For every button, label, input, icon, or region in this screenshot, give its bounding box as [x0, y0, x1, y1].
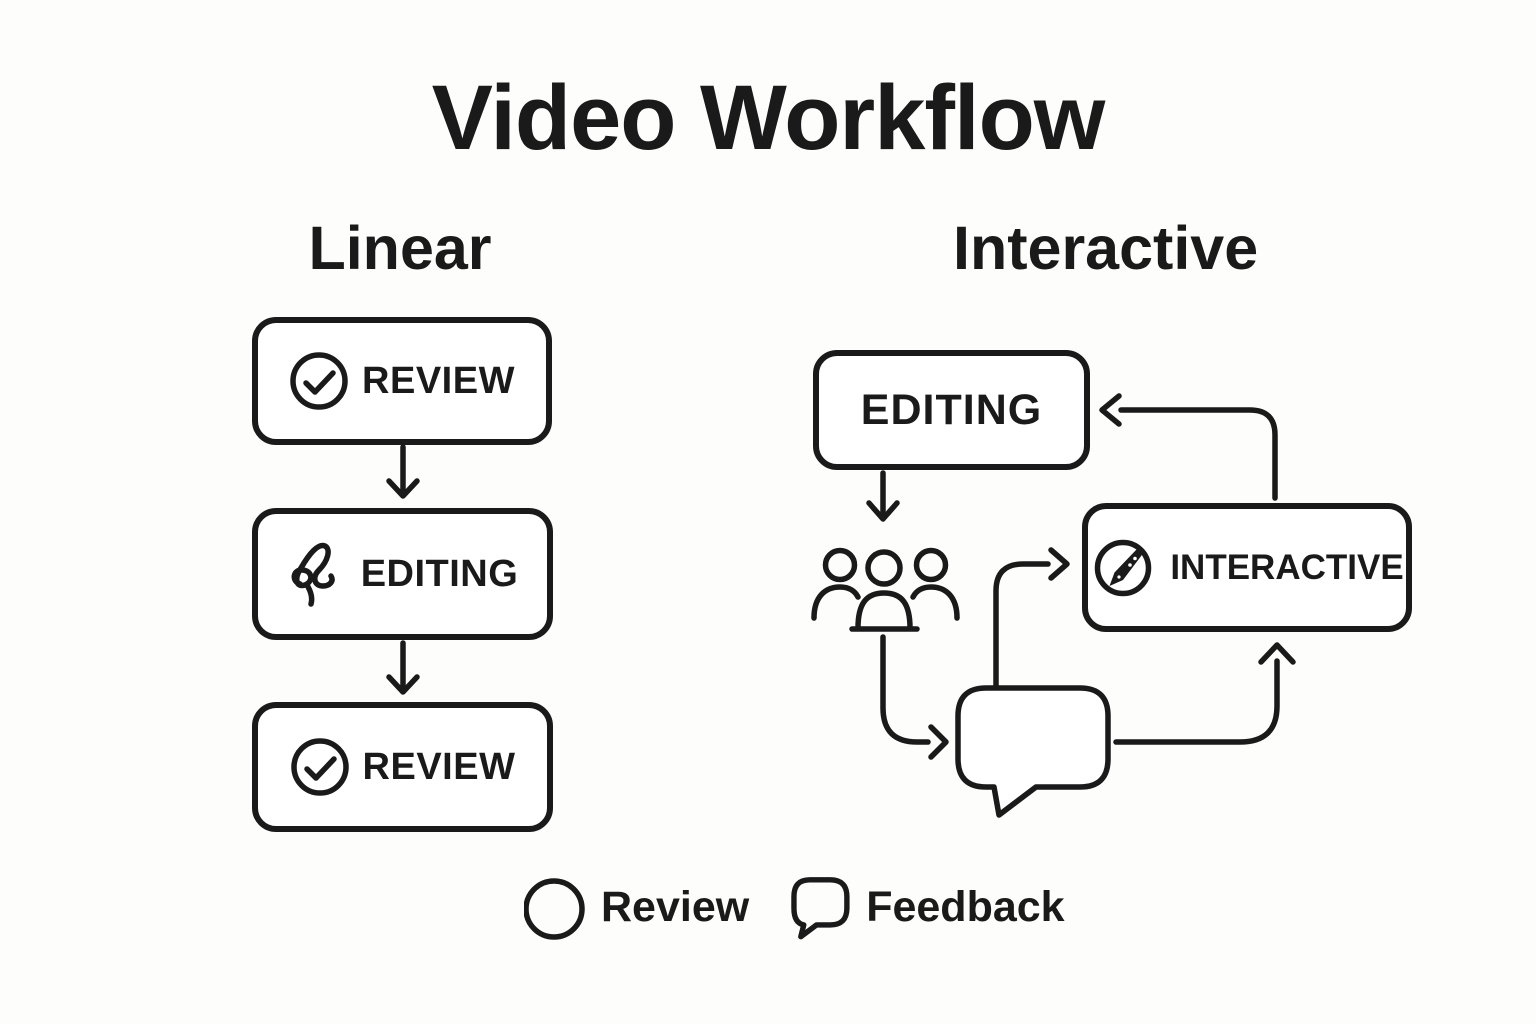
column-heading-linear: Linear — [308, 214, 492, 282]
people-icon — [811, 547, 960, 632]
arrow-feedback-to-interactive-left — [993, 547, 1070, 689]
legend-item-review: Review — [524, 872, 749, 942]
arrow-linear-editing-to-review — [386, 640, 420, 695]
node-linear-review-1: REVIEW — [252, 317, 552, 445]
arrow-interactive-to-editing — [1099, 393, 1278, 501]
node-label: EDITING — [860, 385, 1043, 434]
circle-icon — [524, 878, 585, 940]
node-label: EDITING — [360, 552, 519, 595]
speech-bubble-icon — [955, 685, 1111, 818]
node-linear-review-2: REVIEW — [252, 702, 553, 832]
person-body-center — [855, 590, 913, 631]
legend-label: Feedback — [866, 882, 1065, 931]
person-shoulder-left — [811, 584, 861, 621]
scribble-icon — [291, 542, 335, 607]
node-linear-editing: EDITING — [252, 508, 553, 640]
person-head-right — [913, 547, 949, 583]
legend: Review Feedback — [524, 872, 1065, 942]
arrow-feedback-to-interactive-bottom — [1113, 642, 1296, 745]
node-interactive-editing: EDITING — [813, 350, 1090, 470]
pen-badge-icon — [1095, 539, 1152, 596]
person-head-left — [822, 547, 858, 583]
check-circle-icon — [290, 352, 348, 410]
page-title: Video Workflow — [431, 67, 1106, 169]
arrow-audience-to-feedback — [880, 634, 949, 760]
check-circle-icon — [290, 738, 349, 796]
node-label: REVIEW — [362, 745, 516, 788]
person-shoulder-right — [910, 584, 960, 621]
arrow-editing-to-audience — [866, 470, 900, 522]
column-heading-interactive: Interactive — [953, 214, 1259, 282]
node-label: INTERACTIVE — [1170, 547, 1404, 587]
node-label: REVIEW — [362, 359, 515, 402]
node-interactive-interactive: INTERACTIVE — [1082, 503, 1412, 632]
speech-bubble-icon — [791, 877, 850, 940]
arrow-linear-review-to-editing — [386, 444, 420, 499]
person-head-center — [865, 549, 903, 587]
legend-label: Review — [601, 882, 750, 931]
legend-item-feedback: Feedback — [791, 872, 1065, 942]
